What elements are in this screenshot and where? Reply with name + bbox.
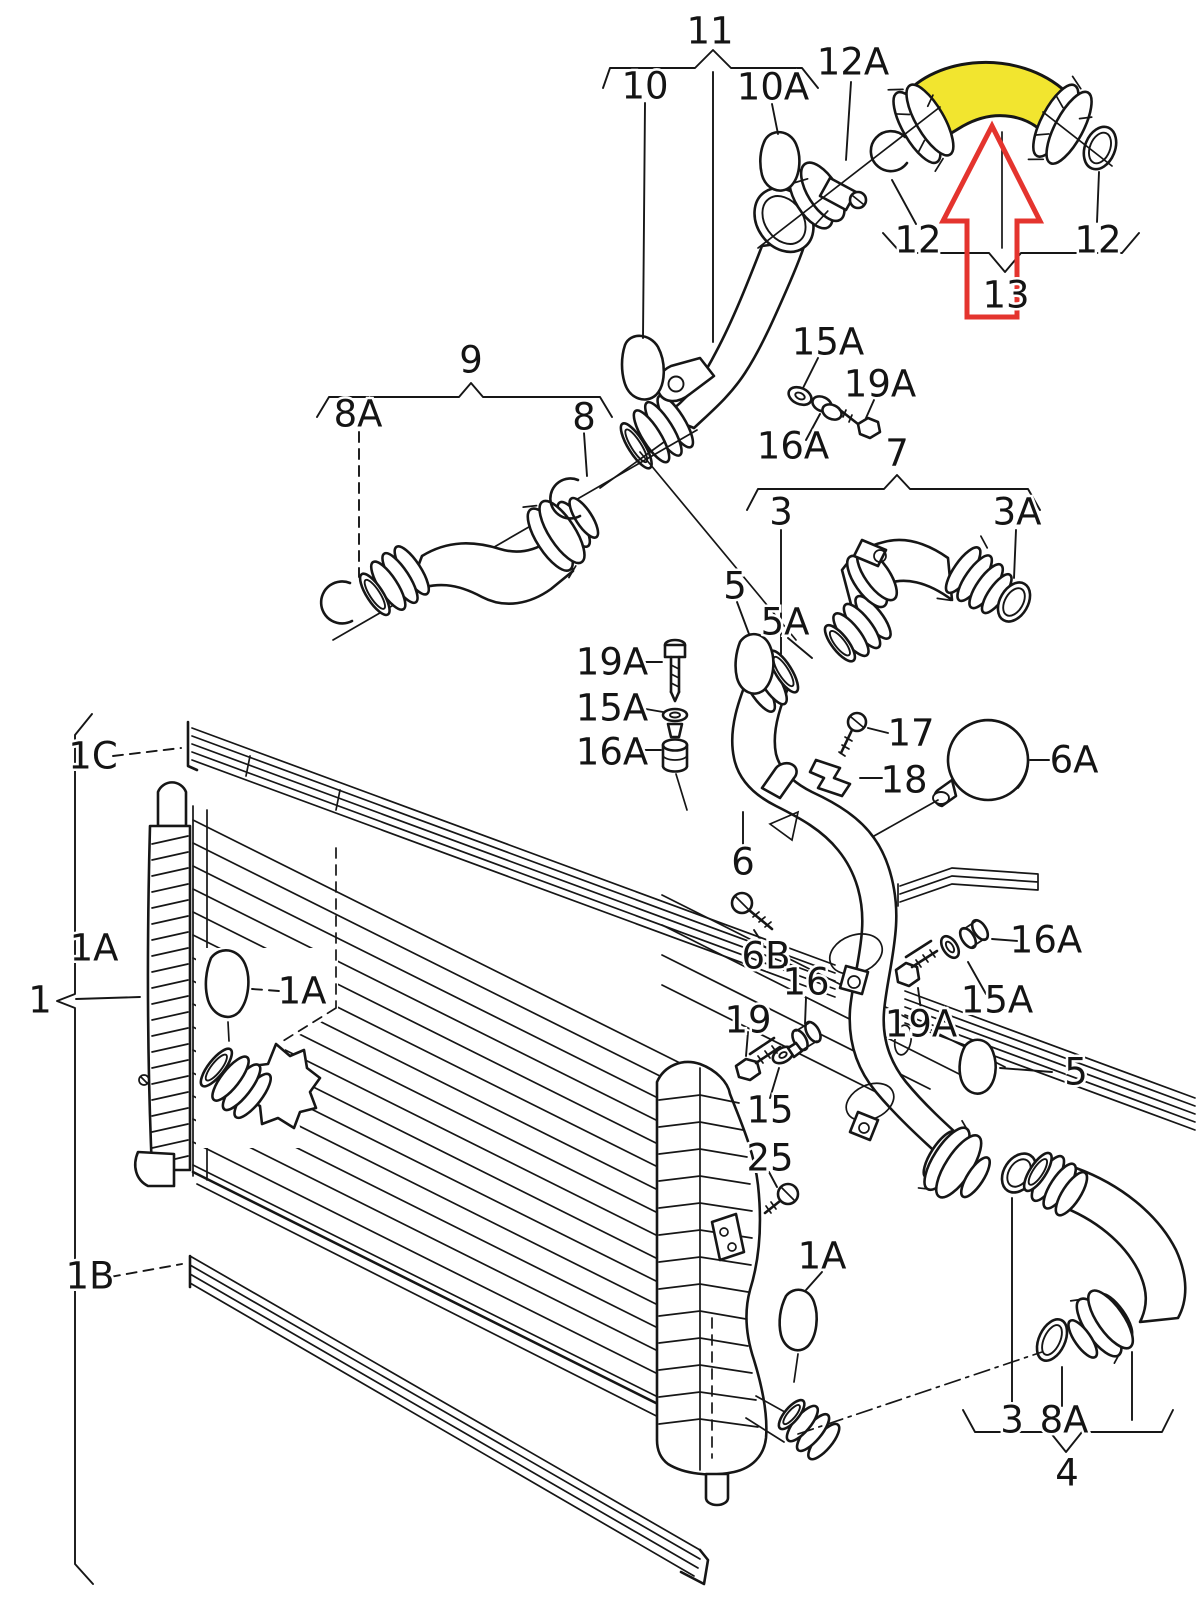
- part-label-1c: 1C: [68, 735, 117, 778]
- hose-7: [823, 535, 1032, 663]
- part-label-17: 17: [887, 712, 934, 755]
- trim-strip-1c: [186, 720, 1196, 1131]
- part-label-3-top: 3: [769, 491, 793, 534]
- part-label-19a-right: 19A: [885, 1003, 957, 1046]
- part-label-1a-bottom: 1A: [798, 1235, 847, 1278]
- part-label-15a-right: 15A: [961, 979, 1033, 1022]
- part-label-15a-left: 15A: [576, 687, 648, 730]
- leader-lines: [109, 49, 1174, 1453]
- oring-8a-bottom: [1035, 1318, 1069, 1362]
- hose-9: [319, 429, 698, 641]
- part-label-8a-top: 8A: [334, 393, 383, 436]
- bottom-port: [745, 1395, 841, 1461]
- part-label-19a-left: 19A: [576, 641, 648, 684]
- part-label-19: 19: [724, 999, 771, 1042]
- part-label-5-right: 5: [1064, 1051, 1088, 1094]
- part-label-16a-top: 16A: [757, 425, 829, 468]
- bushing-16a-left: [661, 738, 689, 811]
- part-label-12a: 12A: [817, 41, 889, 84]
- part-label-12-left: 12: [894, 219, 941, 262]
- clamp-12-left: [887, 83, 955, 173]
- part-label-8a-bottom: 8A: [1040, 1399, 1089, 1442]
- cap-6a: [873, 718, 1030, 837]
- bushing-16a-right: [958, 918, 990, 950]
- part-label-13: 13: [982, 274, 1029, 317]
- axis-line-4: [797, 1351, 1043, 1435]
- part-label-16a-left: 16A: [576, 731, 648, 774]
- nut-16a-top: [811, 395, 843, 421]
- bolt-19a-top: [838, 408, 882, 440]
- intercooler-right-tank: [655, 1060, 768, 1507]
- screw-25: [763, 1182, 800, 1215]
- part-label-8: 8: [572, 396, 596, 439]
- part-label-6a: 6A: [1050, 739, 1099, 782]
- left-port: [199, 1042, 322, 1130]
- part-label-10a: 10A: [737, 66, 809, 109]
- bracket-1: [56, 713, 141, 1585]
- part-label-1a-left: 1A: [70, 927, 119, 970]
- part-label-10: 10: [621, 65, 668, 108]
- oring-12: [1082, 125, 1118, 171]
- bolt-19: [734, 1036, 782, 1082]
- washer-15: [771, 1041, 804, 1065]
- axis-line-12a: [757, 106, 941, 249]
- part-label-19a-top: 19A: [844, 363, 916, 406]
- part-label-16a-right: 16A: [1010, 919, 1082, 962]
- part-label-3-bottom: 3: [1000, 1399, 1024, 1442]
- part-label-1: 1: [28, 979, 52, 1022]
- part-label-11: 11: [686, 10, 733, 53]
- part-label-7: 7: [885, 432, 909, 475]
- part-label-6: 6: [731, 841, 755, 884]
- part-label-15a-top: 15A: [792, 321, 864, 364]
- red-highlight-arrow: [938, 120, 1045, 320]
- intercooler-left-tank: [134, 781, 192, 1188]
- clip-18: [808, 758, 852, 798]
- bolt-19a-left: [663, 638, 687, 703]
- axis-line-12-right: [1042, 111, 1113, 167]
- part-label-9: 9: [459, 339, 483, 382]
- part-label-6b: 6B: [742, 935, 791, 978]
- part-label-5-left: 5: [723, 565, 747, 608]
- hose-4: [1022, 1151, 1187, 1365]
- part-label-15: 15: [746, 1089, 793, 1132]
- circlip-12: [869, 129, 909, 173]
- part-label-5a: 5A: [761, 601, 810, 644]
- balloon-blobs: [204, 130, 997, 1383]
- part-label-3a: 3A: [993, 491, 1042, 534]
- part-label-16: 16: [782, 961, 829, 1004]
- washer-15a-left: [661, 707, 689, 739]
- screw-17: [838, 711, 868, 757]
- part-label-4: 4: [1055, 1452, 1079, 1495]
- part-label-18: 18: [880, 759, 927, 802]
- clamp-12-right: [1027, 75, 1093, 165]
- part-label-1b: 1B: [66, 1255, 115, 1298]
- part-label-25: 25: [746, 1137, 793, 1180]
- bolt-19a-right: [894, 939, 939, 988]
- washer-15a-right: [939, 934, 961, 960]
- washer-15a-top: [787, 385, 813, 407]
- screw-6b: [730, 891, 774, 931]
- trim-strip-1b: [188, 1254, 710, 1586]
- part-label-12-right: 12: [1074, 219, 1121, 262]
- part-label-1a-mid: 1A: [278, 970, 327, 1013]
